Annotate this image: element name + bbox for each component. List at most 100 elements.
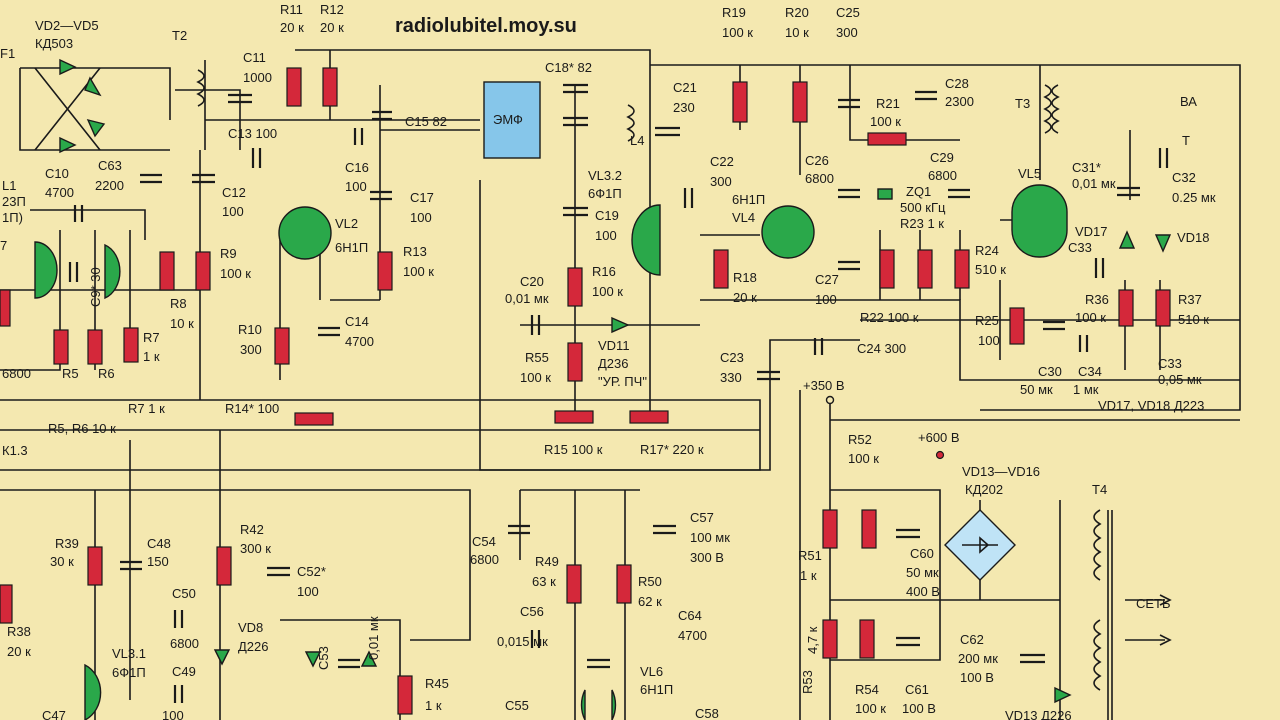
label-c16: C16 — [345, 160, 369, 175]
label-r19-value: 100 к — [722, 25, 753, 40]
label-c29: C29 — [930, 150, 954, 165]
label-c26-value: 6800 — [805, 171, 834, 186]
label-r21: R21 — [876, 96, 900, 111]
label-c14: C14 — [345, 314, 369, 329]
resistor-r12 — [322, 67, 338, 107]
label-350v: +350 В — [803, 378, 845, 393]
label-vl6-type: 6Н1П — [640, 682, 673, 697]
label-c23-value: 330 — [720, 370, 742, 385]
label-c17: C17 — [410, 190, 434, 205]
label-r13: R13 — [403, 244, 427, 259]
label-ur-pch: "УР. ПЧ" — [598, 374, 647, 389]
label-6800-left: 6800 — [2, 366, 31, 381]
label-c56-value: 0,015 мк — [497, 634, 548, 649]
label-c12: C12 — [222, 185, 246, 200]
label-c15: C15 82 — [405, 114, 447, 129]
resistor-r51 — [822, 509, 838, 549]
label-vl5: VL5 — [1018, 166, 1041, 181]
label-c61: C61 — [905, 682, 929, 697]
label-c62-voltage: 100 В — [960, 670, 994, 685]
label-c60-voltage: 400 В — [906, 584, 940, 599]
label-r20: R20 — [785, 5, 809, 20]
tube-vl5 — [1011, 184, 1068, 258]
label-r16-value: 100 к — [592, 284, 623, 299]
resistor-r50 — [616, 564, 632, 604]
component-labels: VD2—VD5 КД503 T2 R11 20 к R12 20 к C11 1… — [0, 2, 1216, 720]
label-c26: C26 — [805, 153, 829, 168]
label-t3: T3 — [1015, 96, 1030, 111]
label-c47: C47 — [42, 708, 66, 720]
label-c25: C25 — [836, 5, 860, 20]
label-r9-value: 100 к — [220, 266, 251, 281]
label-c11-value: 1000 — [243, 70, 272, 85]
label-r20-value: 10 к — [785, 25, 809, 40]
label-c33b-value: 0,05 мк — [1158, 372, 1202, 387]
label-r25-value: 100 — [978, 333, 1000, 348]
label-r9: R9 — [220, 246, 237, 261]
label-vl4: VL4 — [732, 210, 755, 225]
resistor-r7 — [123, 327, 139, 363]
label-c62: C62 — [960, 632, 984, 647]
label-c50-value: 6800 — [170, 636, 199, 651]
resistor-r19 — [732, 81, 748, 123]
resistor-r6 — [87, 329, 103, 365]
resistor-r5 — [53, 329, 69, 365]
terminal-350v — [825, 395, 835, 405]
label-c57-value: 100 мк — [690, 530, 730, 545]
label-l1-b: 1П) — [2, 210, 23, 225]
label-c30-value: 50 мк — [1020, 382, 1053, 397]
label-r5-r6: R5, R6 10 к — [48, 421, 116, 436]
tube-vl2 — [278, 206, 332, 260]
bridge-diode-icon — [962, 536, 998, 554]
site-watermark: radiolubitel.moy.su — [395, 15, 577, 37]
resistor-r9 — [195, 251, 211, 291]
label-c53-value: 0,01 мк — [366, 616, 381, 660]
label-r8-value: 10 к — [170, 316, 194, 331]
label-r11-value: 20 к — [280, 20, 304, 35]
label-vl2: VL2 — [335, 216, 358, 231]
vacuum-tubes — [34, 184, 1068, 720]
label-r38: R38 — [7, 624, 31, 639]
label-r6: R6 — [98, 366, 115, 381]
label-vd8-value: Д226 — [238, 639, 269, 654]
wiring — [0, 49, 1241, 720]
label-c34: C34 — [1078, 364, 1102, 379]
terminal-600v — [935, 450, 945, 460]
resistor-r10 — [274, 327, 290, 365]
label-r39: R39 — [55, 536, 79, 551]
label-vd11-value: Д236 — [598, 356, 629, 371]
label-c64-value: 4700 — [678, 628, 707, 643]
label-r42: R42 — [240, 522, 264, 537]
label-vd17-vd18: VD17, VD18 Д223 — [1098, 398, 1204, 413]
resistor-r24 — [954, 249, 970, 289]
label-t4: T4 — [1092, 482, 1107, 497]
label-r55-value: 100 к — [520, 370, 551, 385]
tube-vl6 — [611, 689, 617, 720]
label-r45: R45 — [425, 676, 449, 691]
label-c22-value: 300 — [710, 174, 732, 189]
crystal-zq1 — [877, 188, 893, 200]
label-r37-value: 510 к — [1178, 312, 1209, 327]
capacitors — [68, 83, 1169, 703]
label-l1-a: 23П — [2, 194, 26, 209]
tube-left-b — [104, 243, 121, 300]
label-r23: R23 1 к — [900, 216, 944, 231]
label-vl32: VL3.2 — [588, 168, 622, 183]
label-r24: R24 — [975, 243, 999, 258]
label-l1: L1 — [2, 178, 16, 193]
resistor-r53 — [822, 619, 838, 659]
label-r45-value: 1 к — [425, 698, 442, 713]
label-c25-value: 300 — [836, 25, 858, 40]
label-c19: C19 — [595, 208, 619, 223]
label-set: СЕТЬ — [1136, 596, 1171, 611]
label-c9: C9* 30 — [88, 267, 103, 307]
label-k13: К1.3 — [2, 443, 28, 458]
label-c48: C48 — [147, 536, 171, 551]
resistor-r49 — [566, 564, 582, 604]
tube-left-a — [34, 241, 58, 299]
resistor-r38 — [0, 584, 13, 624]
label-r38-value: 20 к — [7, 644, 31, 659]
label-c64: C64 — [678, 608, 702, 623]
resistor-r52 — [861, 509, 877, 549]
label-r51: R51 — [798, 548, 822, 563]
